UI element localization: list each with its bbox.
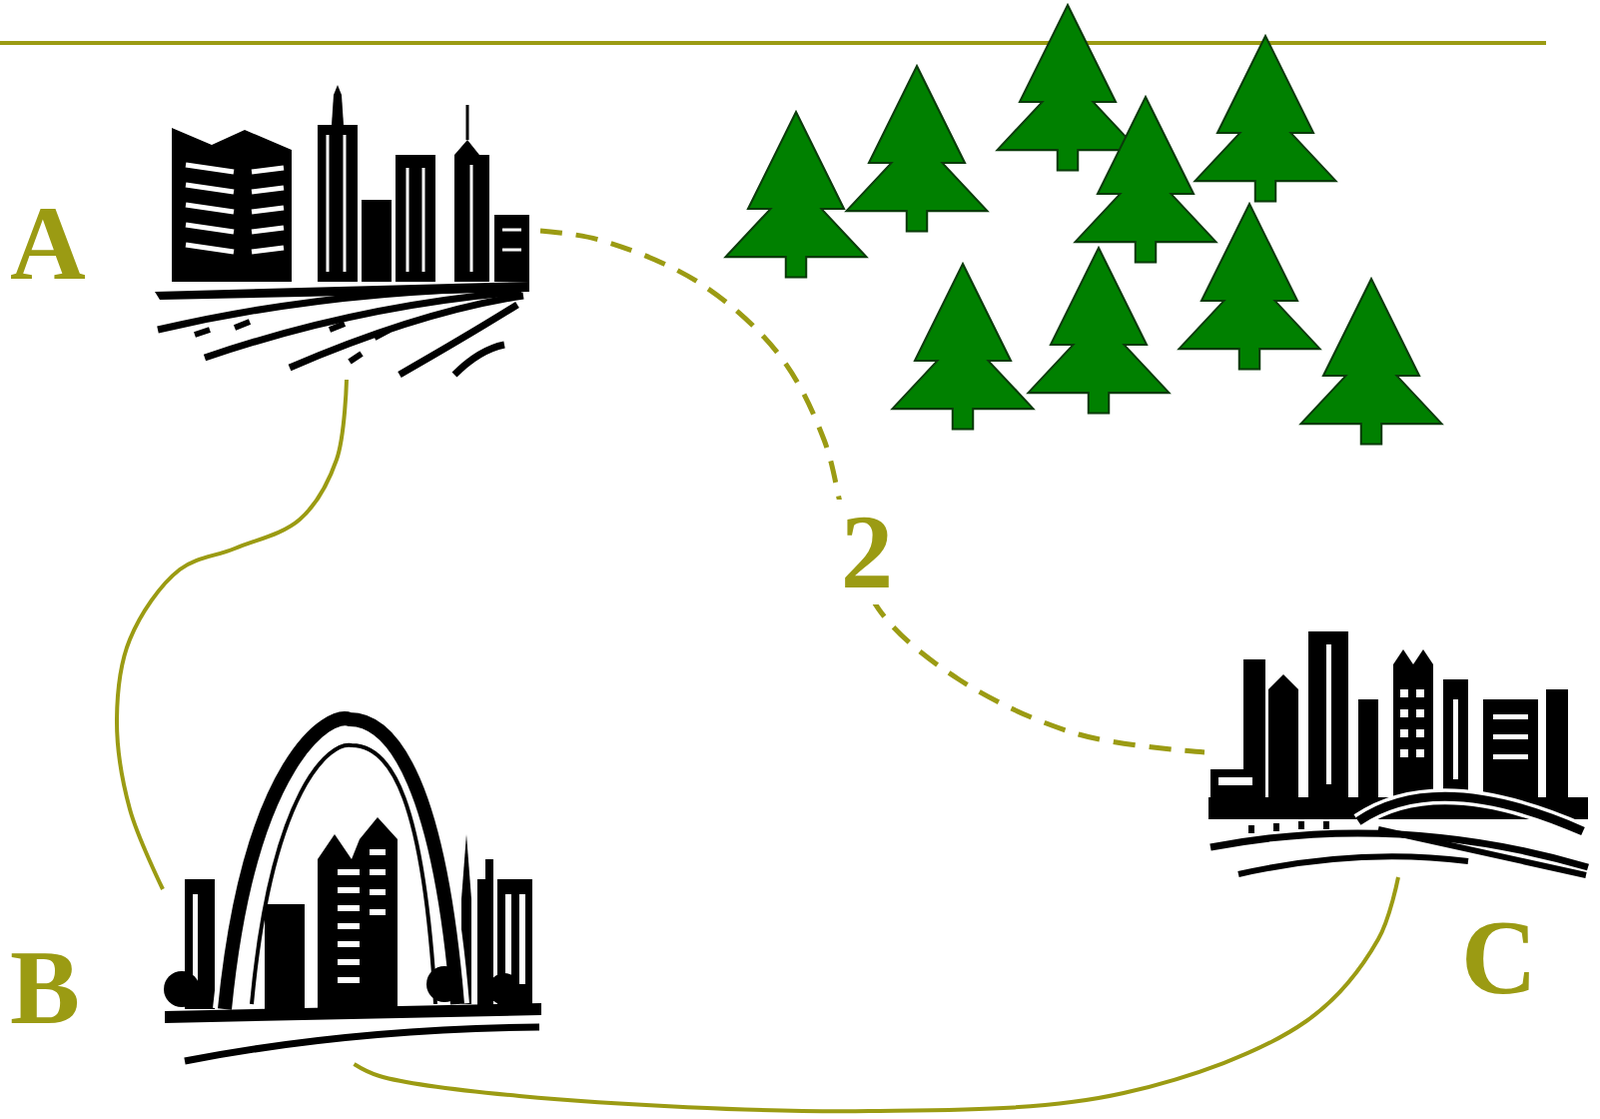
city-letter: A xyxy=(9,190,86,296)
city-c-icon xyxy=(1208,631,1589,875)
city-node: B xyxy=(162,714,546,1064)
edge-label: 2 xyxy=(834,499,900,605)
road-connector xyxy=(116,379,347,889)
city-node: C xyxy=(1204,627,1593,877)
city-letter: B xyxy=(9,934,80,1040)
road-connector xyxy=(540,230,1205,753)
city-a-icon xyxy=(154,84,530,375)
top-rule xyxy=(0,40,1547,45)
city-b-icon xyxy=(163,718,542,1061)
road-connector xyxy=(354,876,1400,1111)
city-node: A xyxy=(152,81,541,380)
forest xyxy=(725,4,1442,445)
city-letter: C xyxy=(1461,904,1538,1010)
